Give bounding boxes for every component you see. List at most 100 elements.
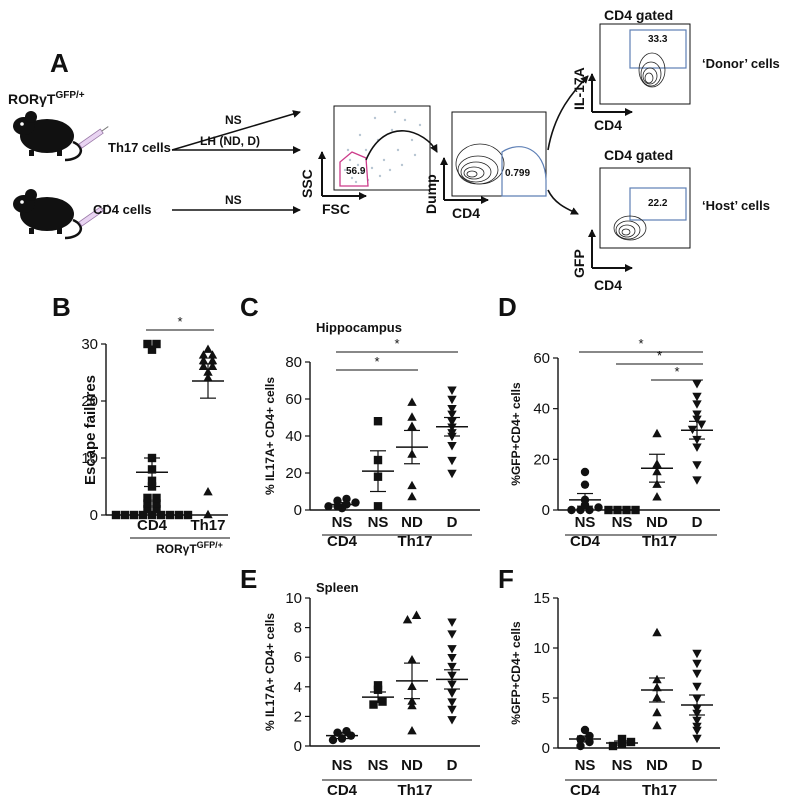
- data-point: [351, 498, 360, 507]
- arrow-gate-host: [547, 189, 579, 215]
- facs-plot-fsc-ssc: 56.9 SSC FSC: [299, 105, 431, 217]
- y-axis-label: Escape failures: [82, 375, 99, 485]
- gate-value-donor: 33.3: [648, 34, 668, 45]
- data-point: [447, 618, 457, 627]
- fsc-axis-label: FSC: [322, 201, 350, 217]
- data-point: [333, 496, 342, 505]
- y-tick-label: 10: [533, 640, 550, 657]
- group-label: Th17: [642, 533, 677, 550]
- y-tick-label: 4: [294, 679, 302, 696]
- category-label: Th17: [190, 517, 225, 534]
- panel-e-title: Spleen: [316, 580, 359, 595]
- data-point: [152, 339, 161, 349]
- arrow-bottom-label: NS: [225, 193, 242, 207]
- cd4-cells-label: CD4 cells: [93, 202, 152, 217]
- category-label: ND: [646, 757, 668, 774]
- panel-c-title: Hippocampus: [316, 320, 402, 335]
- arrow-mid-label: LH (ND, D): [200, 134, 260, 148]
- data-point: [407, 421, 417, 430]
- data-point: [580, 480, 590, 489]
- mouse-icon-top: [13, 111, 109, 162]
- donor-cd4-axis-label: CD4: [594, 117, 622, 133]
- data-point: [373, 681, 383, 690]
- data-point: [652, 428, 662, 438]
- panel-b-group-label: RORγTGFP/+: [156, 540, 223, 556]
- facs-plot-host: CD4 gated 22.2 GFP CD4 ‘Host’ cells: [571, 147, 770, 293]
- category-label: NS: [368, 757, 389, 774]
- cd4-axis-label: CD4: [452, 205, 480, 221]
- data-point: [594, 503, 603, 512]
- panel-letter-d: D: [498, 292, 517, 322]
- y-axis-label: %GFP+CD4+ cells: [509, 382, 523, 486]
- facs-plot-cd4-dump: 0.799 Dump CD4: [423, 111, 547, 221]
- data-point: [373, 417, 383, 426]
- data-point: [447, 698, 457, 707]
- data-point: [576, 741, 585, 751]
- panel-a: A RORγTGFP/+ Th17 cells CD4 cells: [8, 7, 780, 293]
- gfp-axis-label: GFP: [571, 249, 587, 278]
- data-point: [692, 461, 702, 470]
- data-point: [692, 400, 702, 409]
- data-point: [696, 420, 707, 430]
- data-point: [203, 509, 213, 519]
- data-point: [147, 510, 157, 520]
- data-point: [407, 412, 417, 421]
- th17-cells-label: Th17 cells: [108, 140, 171, 155]
- data-point: [447, 689, 457, 698]
- group-label: CD4: [327, 533, 358, 550]
- data-point: [692, 716, 702, 726]
- category-label: D: [447, 514, 458, 531]
- data-point: [203, 344, 213, 353]
- category-label: ND: [401, 757, 423, 774]
- donor-cells-label: ‘Donor’ cells: [702, 56, 780, 71]
- data-point: [692, 659, 702, 669]
- data-point: [447, 654, 457, 663]
- data-point: [324, 502, 333, 511]
- arrow-top-label: NS: [225, 113, 242, 127]
- data-point: [652, 479, 662, 488]
- data-point: [692, 392, 702, 402]
- host-cells-label: ‘Host’ cells: [702, 198, 770, 213]
- data-point: [447, 469, 457, 479]
- data-point: [617, 734, 627, 744]
- data-point: [407, 696, 417, 705]
- data-point: [447, 705, 457, 715]
- panel-letter-b: B: [52, 292, 71, 322]
- facs-plot-donor: CD4 gated 33.3 IL-17A CD4 ‘Donor’ cells: [571, 7, 780, 133]
- data-point: [652, 627, 662, 637]
- group-label: CD4: [570, 533, 601, 550]
- y-tick-label: 60: [285, 391, 302, 408]
- data-point: [147, 345, 157, 354]
- panel-letter-e: E: [240, 564, 257, 594]
- y-tick-label: 2: [294, 708, 302, 725]
- host-plot-title: CD4 gated: [604, 147, 673, 163]
- data-point: [152, 505, 161, 514]
- y-axis-label: % IL17A+ CD4+ cells: [263, 377, 277, 495]
- data-point: [407, 397, 417, 406]
- significance-marker: *: [394, 336, 399, 351]
- group-label: CD4: [327, 782, 358, 799]
- category-label: CD4: [137, 517, 168, 534]
- group-label: CD4: [570, 782, 601, 799]
- y-tick-label: 15: [533, 590, 550, 607]
- group-label: Th17: [642, 782, 677, 799]
- data-point: [447, 395, 457, 405]
- y-tick-label: 5: [542, 690, 550, 707]
- data-point: [608, 741, 618, 751]
- data-point: [407, 654, 417, 664]
- data-point: [447, 456, 457, 466]
- category-label: NS: [575, 514, 596, 531]
- data-point: [692, 722, 702, 732]
- data-point: [692, 415, 702, 424]
- y-axis-label: %GFP+CD4+ cells: [509, 621, 523, 725]
- data-point: [198, 355, 209, 365]
- data-point: [111, 510, 121, 520]
- data-point: [207, 361, 218, 370]
- data-point: [143, 499, 152, 508]
- data-point: [183, 510, 193, 520]
- y-tick-label: 6: [294, 649, 302, 666]
- data-point: [692, 476, 702, 485]
- category-label: D: [447, 757, 458, 774]
